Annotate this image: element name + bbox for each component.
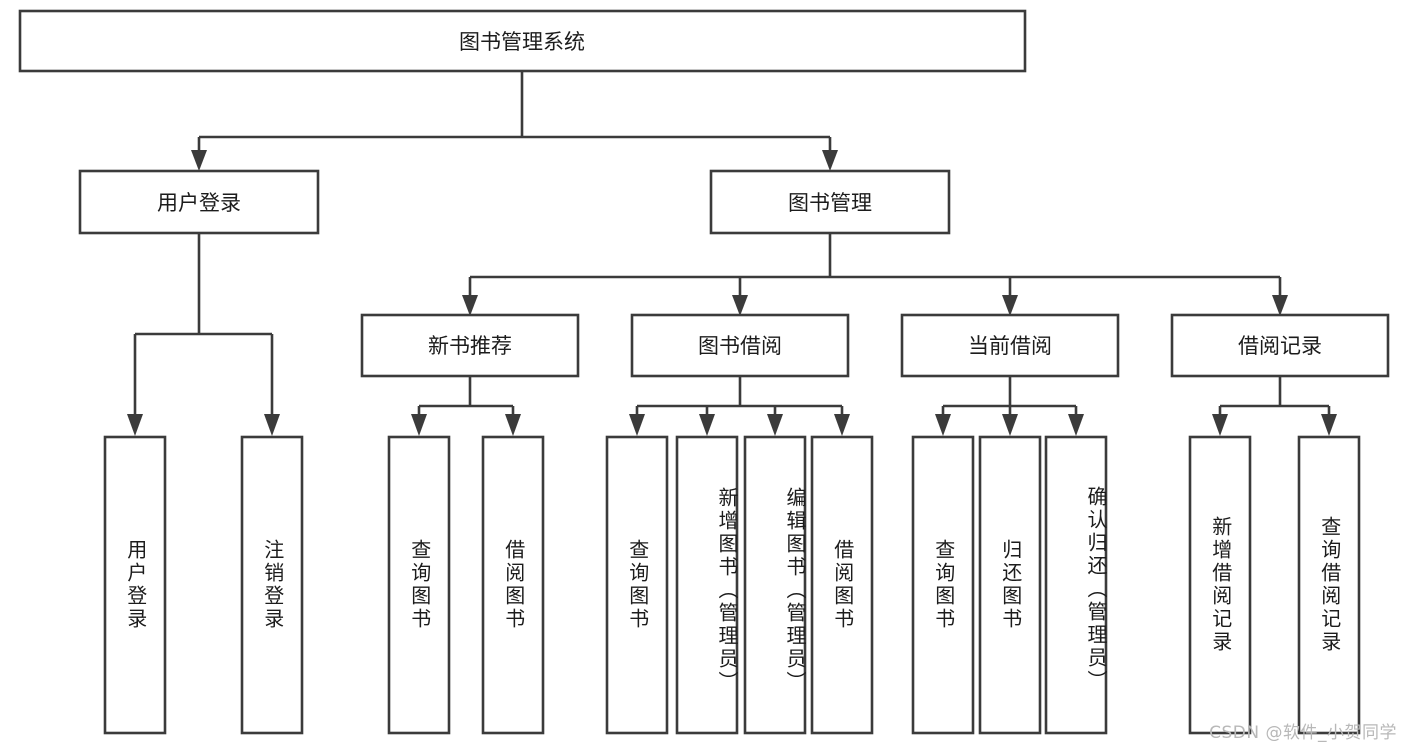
leaf-box-bb-edit-book[interactable]	[743, 435, 807, 735]
connector-borrowrecord-to-leaves	[1212, 376, 1337, 436]
leaf-box-cb-confirm-return[interactable]	[1044, 435, 1108, 735]
watermark: CSDN @软件_小贺同学	[1209, 723, 1397, 743]
connector-bookborrow-to-leaves	[629, 376, 850, 436]
node-book-management-label: 图书管理	[788, 191, 872, 215]
node-root-label: 图书管理系统	[459, 30, 585, 54]
leaf-box-br-search-record[interactable]	[1297, 435, 1361, 735]
leaf-box-nb-borrow-book[interactable]	[481, 435, 545, 735]
node-borrow-record[interactable]: 借阅记录	[1170, 313, 1390, 378]
node-user-login-label: 用户登录	[157, 191, 241, 215]
node-current-borrow[interactable]: 当前借阅	[900, 313, 1120, 378]
node-root[interactable]: 图书管理系统	[18, 9, 1027, 73]
leaf-box-bb-borrow-book[interactable]	[810, 435, 874, 735]
leaf-box-user-logout[interactable]	[240, 435, 304, 735]
node-book-borrow-label: 图书借阅	[698, 334, 782, 358]
leaf-box-cb-search-book[interactable]	[911, 435, 975, 735]
node-new-book-recommend[interactable]: 新书推荐	[360, 313, 580, 378]
leaf-box-user-login[interactable]	[103, 435, 167, 735]
leaf-box-br-add-record[interactable]	[1188, 435, 1252, 735]
leaf-box-nb-search-book[interactable]	[387, 435, 451, 735]
connector-newbook-to-leaves	[411, 376, 521, 436]
connector-root-to-level1	[191, 71, 838, 171]
node-borrow-record-label: 借阅记录	[1238, 334, 1322, 358]
node-book-management[interactable]: 图书管理	[709, 169, 951, 235]
node-user-login[interactable]: 用户登录	[78, 169, 320, 235]
leaf-box-bb-add-book[interactable]	[675, 435, 739, 735]
node-book-borrow[interactable]: 图书借阅	[630, 313, 850, 378]
leaf-box-cb-return-book[interactable]	[978, 435, 1042, 735]
connector-userlogin-to-leaves	[127, 233, 280, 436]
connector-bookmgmt-to-level2	[462, 233, 1288, 316]
node-new-book-recommend-label: 新书推荐	[428, 334, 512, 358]
connector-currentborrow-to-leaves	[935, 376, 1084, 436]
leaf-box-bb-search-book[interactable]	[605, 435, 669, 735]
node-current-borrow-label: 当前借阅	[968, 334, 1052, 358]
